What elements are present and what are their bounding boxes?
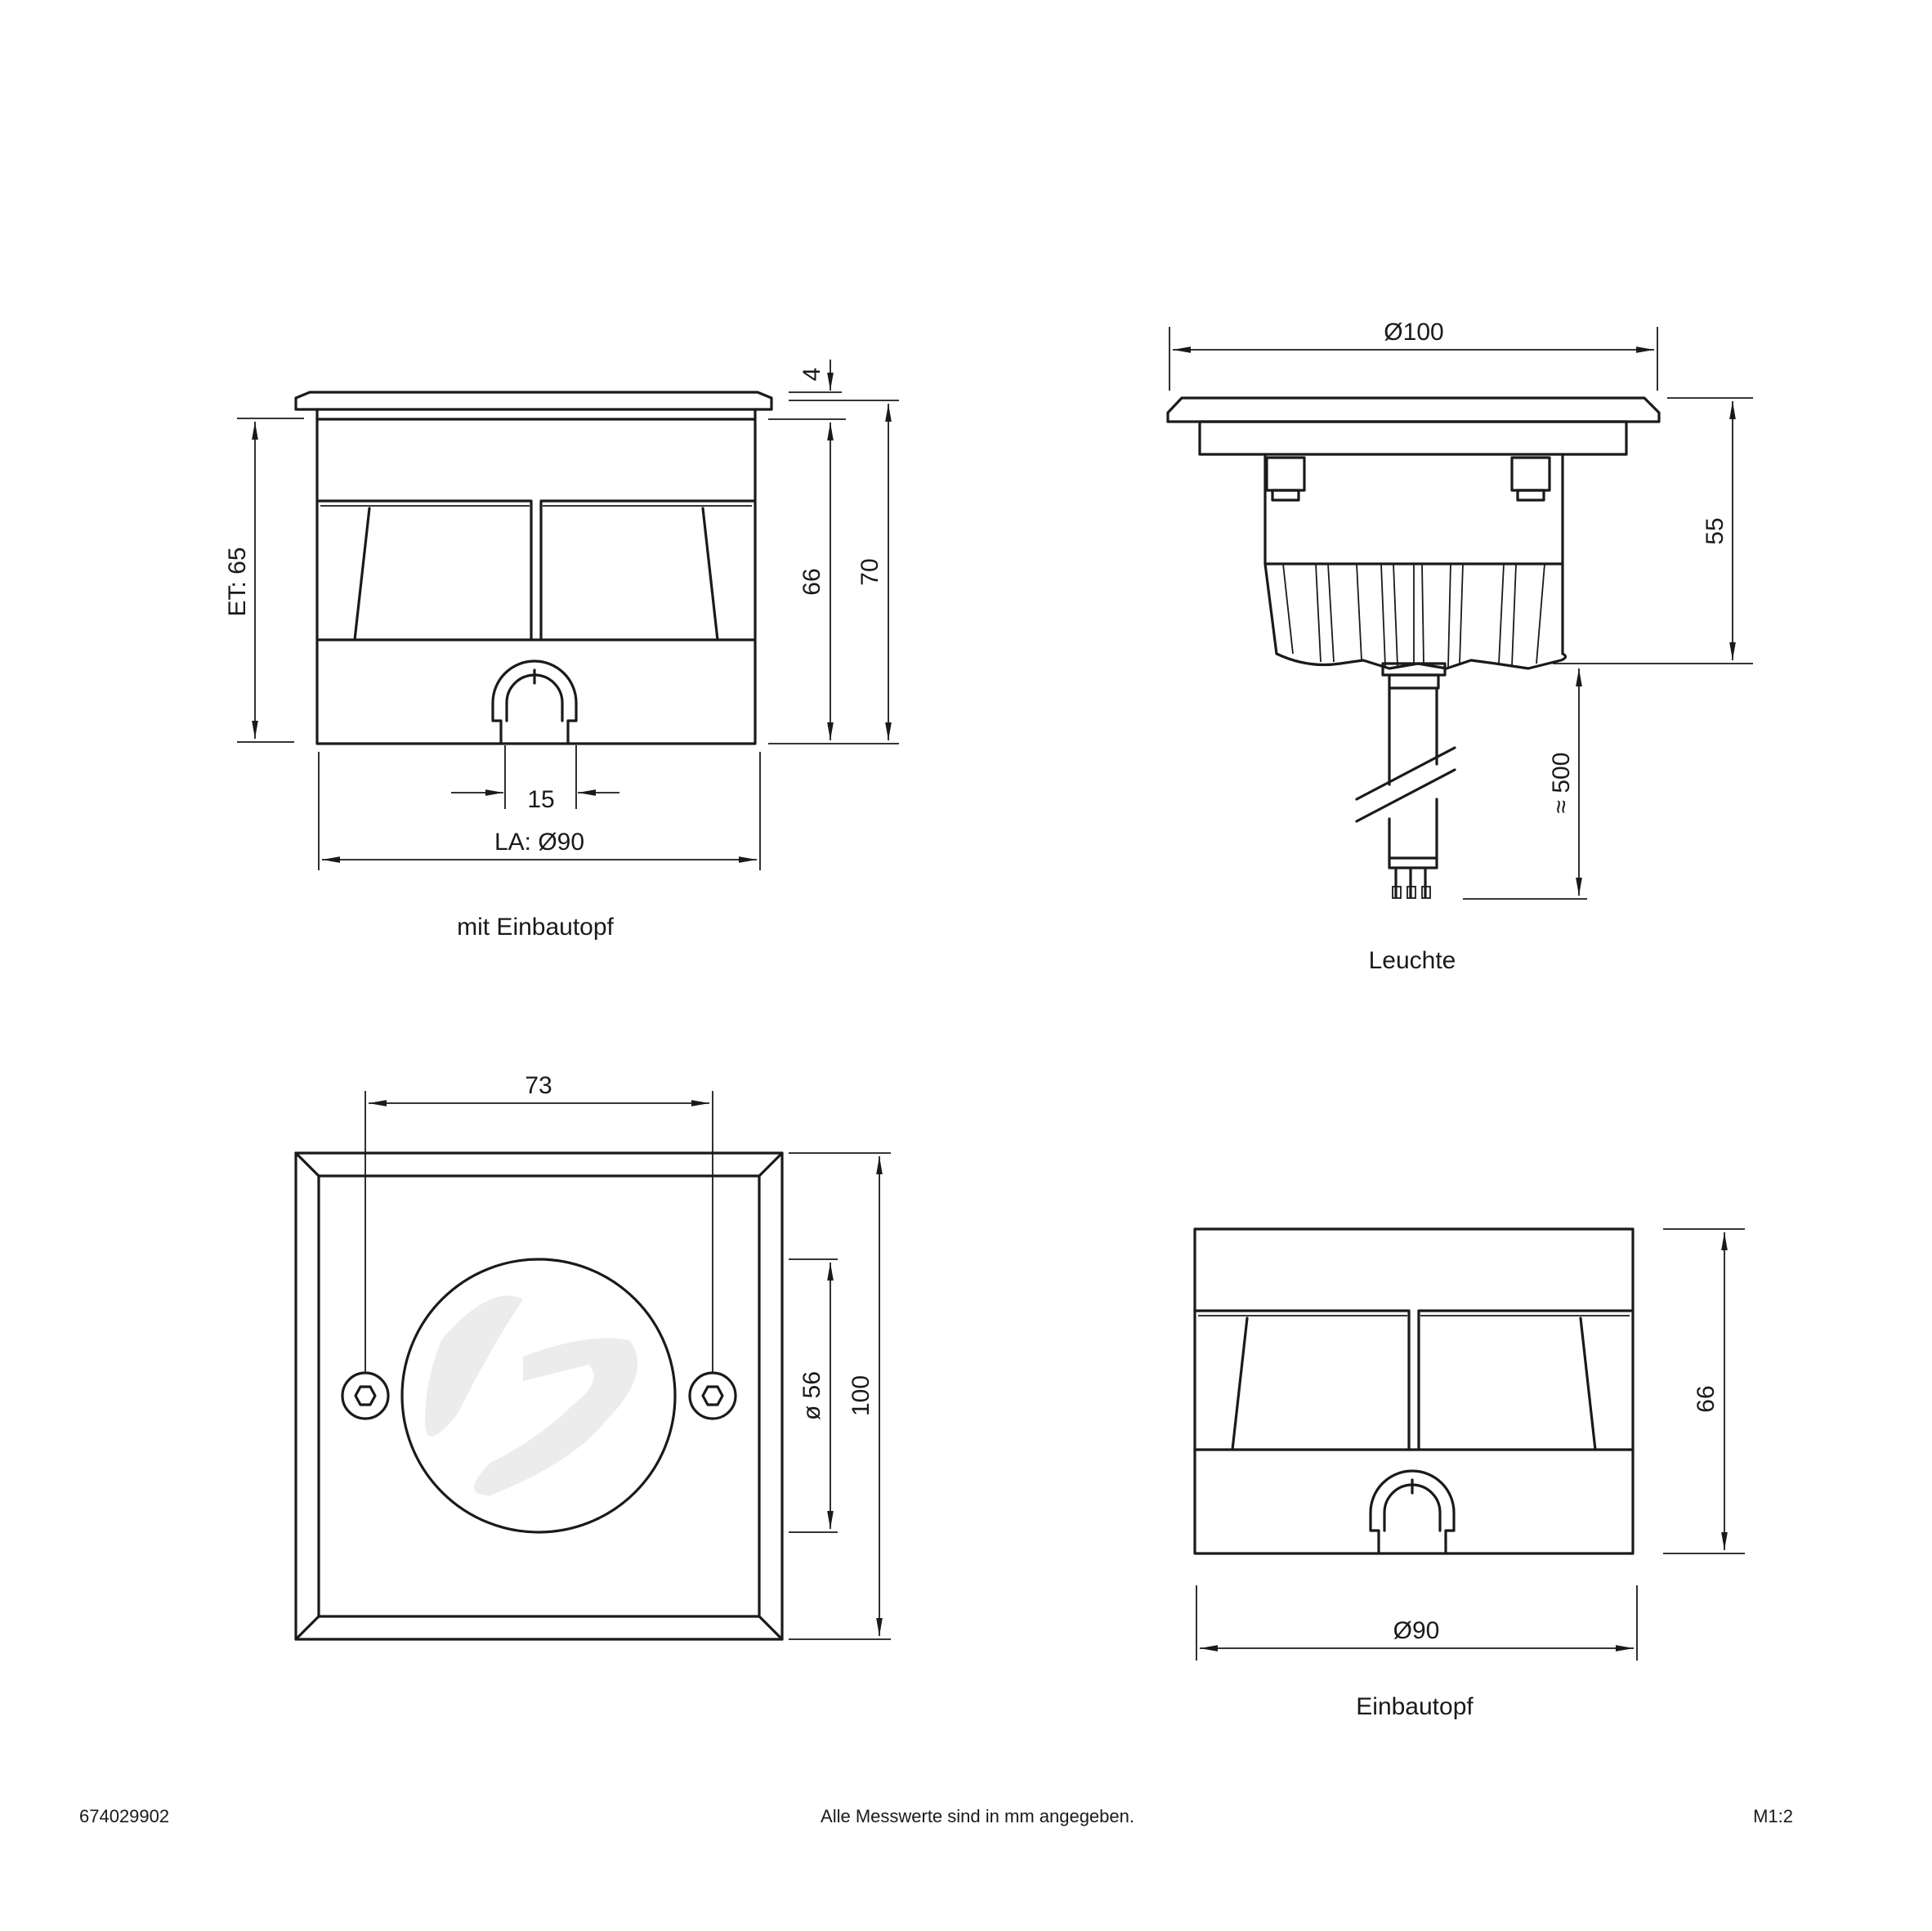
- dim-d100: Ø100: [1384, 319, 1443, 346]
- dim-d56: ø 56: [798, 1371, 825, 1420]
- einbautopf-slot: [1369, 1469, 1456, 1555]
- dim-einbau-d90: Ø90: [1393, 1617, 1440, 1644]
- dim-la90: LA: Ø90: [494, 829, 584, 856]
- cover-outer: [294, 1151, 784, 1641]
- scale-label: M1:2: [1753, 1806, 1793, 1826]
- dim-einbau-66: 66: [1693, 1385, 1720, 1412]
- einbautopf-body: [1193, 1227, 1635, 1555]
- dim-500: ≈ 500: [1548, 753, 1575, 814]
- dim-et65: ET: 65: [224, 547, 251, 616]
- cable-entry-slot: [491, 659, 578, 745]
- caption-leuchte: Leuchte: [1369, 947, 1456, 974]
- dim-15: 15: [527, 786, 554, 813]
- view-leuchte: Ø100 55 ≈ 500 Leuchte: [1166, 319, 1753, 974]
- cover-inner: [317, 1174, 761, 1618]
- screw-left: [341, 1371, 390, 1420]
- leuchte-cable: [1388, 686, 1438, 860]
- caption-mit-einbautopf: mit Einbautopf: [457, 914, 614, 941]
- dim-55: 55: [1702, 517, 1729, 544]
- lens: [400, 1258, 677, 1534]
- leuchte-body: [1263, 453, 1568, 670]
- article-number: 674029902: [79, 1806, 169, 1826]
- view-draufsicht: 73 ø 56 100: [294, 1072, 891, 1641]
- screw-right: [688, 1371, 737, 1420]
- dim-73: 73: [525, 1072, 552, 1099]
- caption-einbautopf: Einbautopf: [1356, 1693, 1474, 1720]
- dim-4: 4: [798, 368, 825, 382]
- measurement-note: Alle Messwerte sind in mm angegeben.: [821, 1806, 1134, 1826]
- leuchte-flange: [1166, 396, 1661, 423]
- dim-70: 70: [856, 558, 883, 585]
- dim-100: 100: [847, 1375, 874, 1416]
- flange: [294, 391, 773, 411]
- housing-body: [315, 418, 757, 745]
- view-einbautopf: 66 Ø90 Einbautopf: [1193, 1227, 1745, 1720]
- lens-reflection: [425, 1295, 637, 1495]
- dim-66: 66: [798, 568, 825, 595]
- view-mit-einbautopf: ET: 65 66 70 4 15 LA: Ø90 mit Einbautopf: [224, 360, 899, 941]
